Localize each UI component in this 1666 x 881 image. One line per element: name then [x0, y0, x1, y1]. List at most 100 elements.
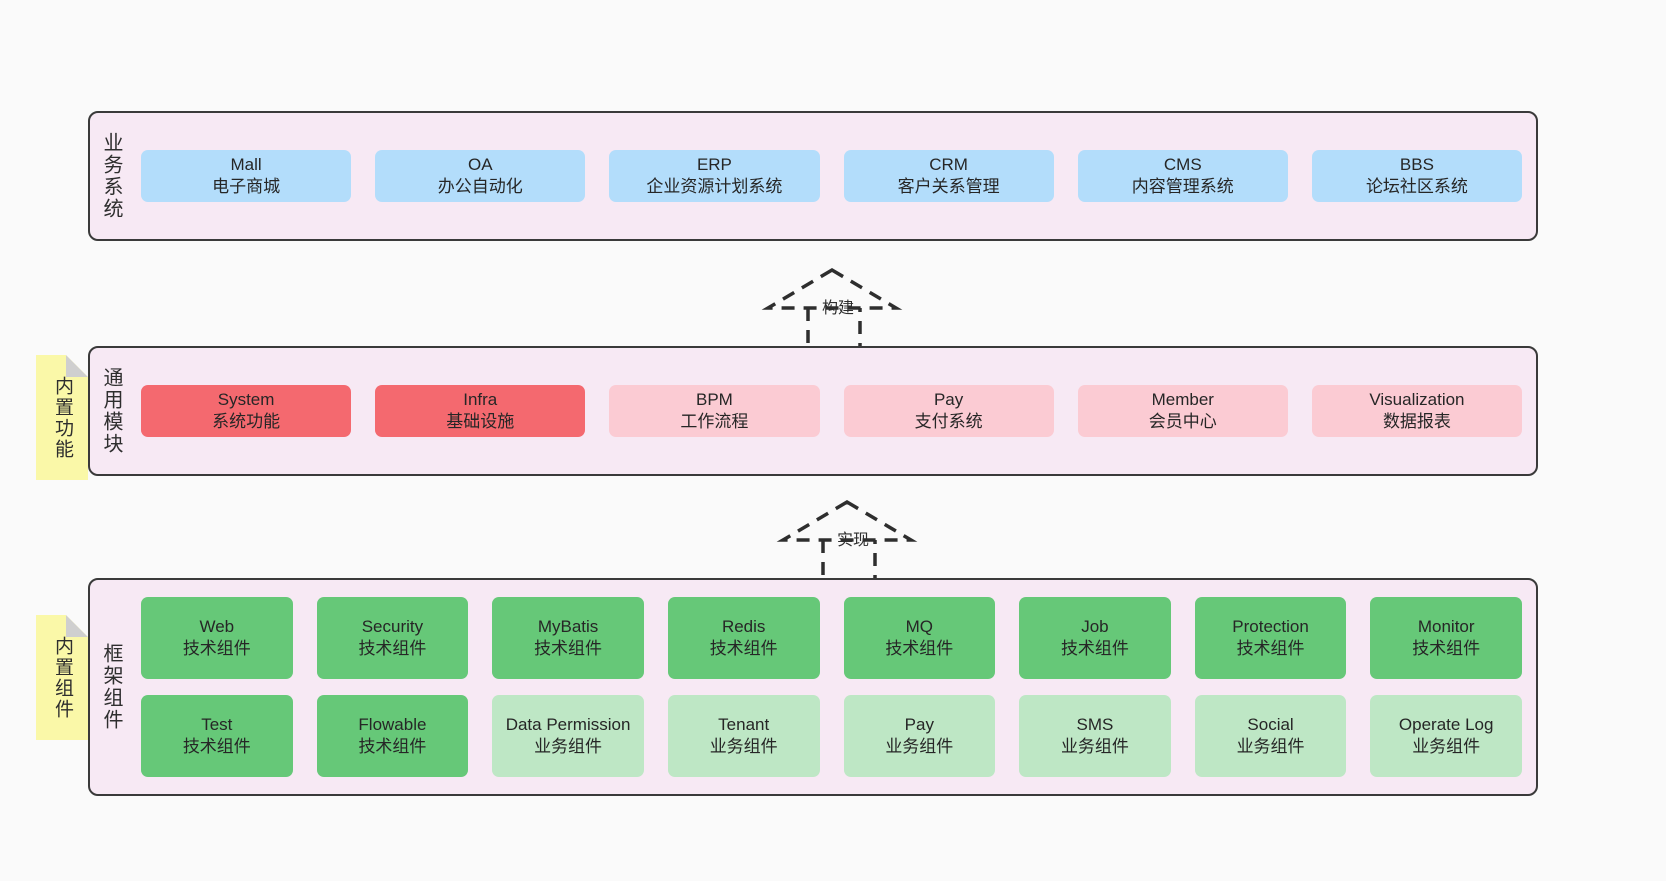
card-title-en: CRM [929, 155, 968, 175]
card-crm[interactable]: CRM 客户关系管理 [843, 150, 1054, 202]
card-title-en: CMS [1163, 155, 1202, 175]
card-title-en: ERP [696, 155, 732, 175]
card-operate-log[interactable]: Operate Log 业务组件 [1370, 695, 1522, 777]
connector-label-build: 构建 [822, 300, 855, 317]
layer-body-common-module: System 系统功能 Infra 基础设施 BPM 工作流程 Pay 支付系统… [127, 348, 1536, 474]
card-title-cn: 技术组件 [1060, 639, 1129, 658]
layer-common-module[interactable]: 通用模块 System 系统功能 Infra 基础设施 BPM 工作流程 Pay… [88, 346, 1538, 476]
card-row: System 系统功能 Infra 基础设施 BPM 工作流程 Pay 支付系统… [141, 385, 1523, 437]
card-title-en: Social [1247, 715, 1294, 735]
card-title-en: System [217, 390, 275, 410]
card-job[interactable]: Job 技术组件 [1019, 597, 1171, 679]
card-title-en: MQ [905, 617, 933, 637]
card-title-cn: 办公自动化 [437, 177, 523, 196]
card-mq[interactable]: MQ 技术组件 [843, 597, 996, 679]
card-test[interactable]: Test 技术组件 [141, 695, 293, 777]
layer-title-common-module: 通用模块 [100, 367, 122, 455]
card-title-cn: 技术组件 [1236, 639, 1305, 658]
note-fold-corner-icon [66, 355, 88, 377]
card-redis[interactable]: Redis 技术组件 [667, 597, 820, 679]
card-web[interactable]: Web 技术组件 [141, 597, 293, 679]
card-erp[interactable]: ERP 企业资源计划系统 [609, 150, 820, 202]
card-title-en: Protection [1232, 617, 1309, 637]
card-title-en: Security [361, 617, 424, 637]
connector-label-implement: 实现 [837, 532, 870, 549]
card-title-cn: 会员中心 [1148, 412, 1217, 431]
layer-body-business-system: Mall 电子商城 OA 办公自动化 ERP 企业资源计划系统 CRM 客户关系… [127, 113, 1536, 239]
card-title-en: MyBatis [537, 617, 599, 637]
card-title-cn: 数据报表 [1382, 412, 1451, 431]
card-title-cn: 系统功能 [212, 412, 281, 431]
card-title-cn: 技术组件 [182, 639, 251, 658]
note-label-builtin-component: 内置组件 [51, 635, 73, 720]
card-row: Test 技术组件 Flowable 技术组件 Data Permission … [141, 695, 1522, 777]
card-title-en: BPM [696, 390, 733, 410]
card-title-en: Member [1151, 390, 1214, 410]
card-tenant[interactable]: Tenant 业务组件 [667, 695, 820, 777]
layer-title-business-system: 业务系统 [100, 132, 122, 220]
card-system[interactable]: System 系统功能 [141, 385, 352, 437]
card-title-en: Data Permission [505, 715, 631, 735]
card-title-cn: 技术组件 [182, 737, 251, 756]
card-sms[interactable]: SMS 业务组件 [1019, 695, 1171, 777]
note-fold-corner-icon [66, 615, 88, 637]
card-title-en: Tenant [718, 715, 770, 735]
card-social[interactable]: Social 业务组件 [1194, 695, 1347, 777]
card-pay-business[interactable]: Pay 业务组件 [843, 695, 996, 777]
card-title-cn: 支付系统 [914, 412, 983, 431]
layer-business-system[interactable]: 业务系统 Mall 电子商城 OA 办公自动化 ERP 企业资源计划系统 CRM… [88, 111, 1538, 241]
note-label-builtin-function: 内置功能 [51, 375, 73, 460]
card-title-en: Operate Log [1398, 715, 1494, 735]
layer-framework-component[interactable]: 框架组件 Web 技术组件 Security 技术组件 MyBatis 技术组件… [88, 578, 1538, 796]
card-data-permission[interactable]: Data Permission 业务组件 [492, 695, 644, 777]
connector-build: 构建 [760, 258, 940, 352]
card-title-cn: 基础设施 [446, 412, 515, 431]
card-title-cn: 业务组件 [1412, 737, 1481, 756]
card-flowable[interactable]: Flowable 技术组件 [316, 695, 469, 777]
card-title-cn: 业务组件 [1060, 737, 1129, 756]
card-title-cn: 客户关系管理 [897, 177, 1000, 196]
card-title-en: BBS [1399, 155, 1434, 175]
card-security[interactable]: Security 技术组件 [316, 597, 469, 679]
card-title-en: Monitor [1417, 617, 1475, 637]
layer-body-framework-component: Web 技术组件 Security 技术组件 MyBatis 技术组件 Redi… [127, 580, 1536, 794]
card-title-cn: 论坛社区系统 [1365, 177, 1468, 196]
card-title-en: Infra [463, 390, 498, 410]
card-title-en: Redis [721, 617, 766, 637]
card-title-cn: 业务组件 [534, 737, 603, 756]
note-builtin-component[interactable]: 内置组件 [36, 615, 88, 740]
card-title-en: Pay [904, 715, 934, 735]
card-title-en: Flowable [358, 715, 427, 735]
card-title-en: Web [199, 617, 235, 637]
card-title-en: Job [1081, 617, 1109, 637]
card-protection[interactable]: Protection 技术组件 [1194, 597, 1347, 679]
card-title-en: Pay [933, 390, 964, 410]
note-builtin-function[interactable]: 内置功能 [36, 355, 88, 480]
card-monitor[interactable]: Monitor 技术组件 [1370, 597, 1522, 679]
card-row: Mall 电子商城 OA 办公自动化 ERP 企业资源计划系统 CRM 客户关系… [141, 150, 1523, 202]
card-title-cn: 业务组件 [1236, 737, 1305, 756]
card-visualization[interactable]: Visualization 数据报表 [1311, 385, 1523, 437]
card-title-en: Test [201, 715, 233, 735]
card-title-cn: 企业资源计划系统 [646, 177, 783, 196]
card-oa[interactable]: OA 办公自动化 [375, 150, 586, 202]
card-mybatis[interactable]: MyBatis 技术组件 [492, 597, 644, 679]
card-title-cn: 电子商城 [212, 177, 281, 196]
card-title-en: Visualization [1369, 390, 1465, 410]
card-cms[interactable]: CMS 内容管理系统 [1077, 150, 1288, 202]
card-infra[interactable]: Infra 基础设施 [375, 385, 586, 437]
card-title-cn: 技术组件 [534, 639, 603, 658]
card-bpm[interactable]: BPM 工作流程 [609, 385, 820, 437]
card-title-cn: 技术组件 [358, 639, 427, 658]
card-title-cn: 业务组件 [709, 737, 778, 756]
card-title-cn: 技术组件 [709, 639, 778, 658]
card-mall[interactable]: Mall 电子商城 [141, 150, 352, 202]
card-title-cn: 技术组件 [1412, 639, 1481, 658]
card-title-cn: 技术组件 [358, 737, 427, 756]
card-bbs[interactable]: BBS 论坛社区系统 [1311, 150, 1523, 202]
card-title-cn: 内容管理系统 [1131, 177, 1234, 196]
card-member[interactable]: Member 会员中心 [1077, 385, 1288, 437]
card-pay[interactable]: Pay 支付系统 [843, 385, 1054, 437]
card-title-en: Mall [230, 155, 262, 175]
